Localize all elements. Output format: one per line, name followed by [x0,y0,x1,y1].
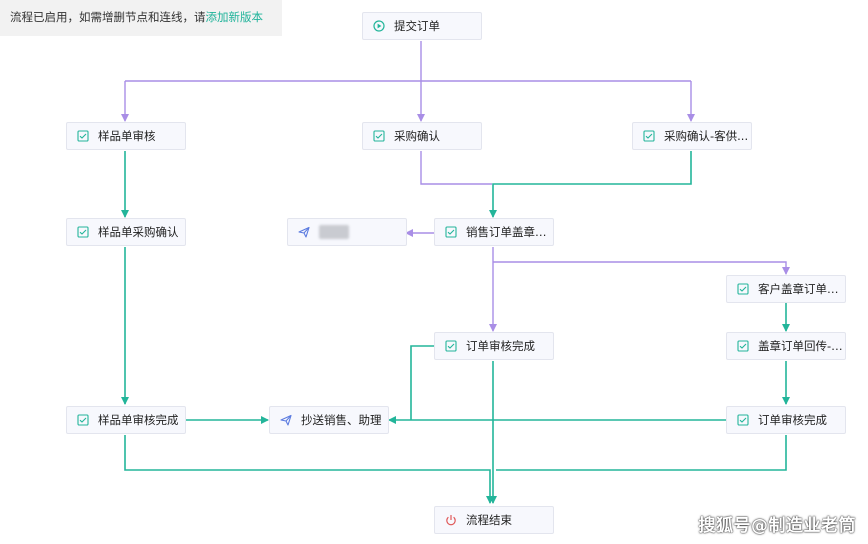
notice-text: 流程已启用，如需增删节点和连线，请 [10,10,206,24]
checklist-icon [372,129,386,143]
node-order-review-done-right[interactable]: 订单审核完成 [726,406,846,434]
edge-to-customer-stamp [493,261,790,275]
checklist-icon [76,413,90,427]
node-label: 提交订单 [394,19,440,33]
node-label: 样品单审核完成 [98,413,179,427]
checklist-icon [642,129,656,143]
send-icon [279,413,293,427]
node-submit-order[interactable]: 提交订单 [362,12,482,40]
node-label: 销售订单盖章前... [466,225,553,239]
node-label: 订单审核完成 [466,339,535,353]
checklist-icon [76,129,90,143]
node-stamp-return[interactable]: 盖章订单回传-K... [726,332,846,360]
checklist-icon [76,225,90,239]
node-sample-review[interactable]: 样品单审核 [66,122,186,150]
node-purchase-confirm-supply[interactable]: 采购确认-客供... [632,122,752,150]
node-customer-stamp[interactable]: 客户盖章订单回传 [726,275,846,303]
node-process-end[interactable]: 流程结束 [434,506,554,534]
checklist-icon [736,282,750,296]
node-sample-purchase-confirm[interactable]: 样品单采购确认 [66,218,186,246]
edge-supply-merge-to-sales-stamp [489,151,692,218]
node-cc-blurred[interactable] [287,218,407,246]
edge-order-done-right-to-end [496,435,787,471]
node-label: 样品单采购确认 [98,225,179,239]
node-label: 样品单审核 [98,129,156,143]
node-cc-sales[interactable]: 抄送销售、助理 [269,406,389,434]
node-label: 采购确认-客供... [664,129,749,143]
edge-submit-to-branches [125,41,691,82]
send-icon [297,225,311,239]
edge-purchase-confirm-merge [420,151,492,185]
checklist-icon [444,225,458,239]
blurred-recipient [319,225,349,239]
watermark-text: 搜狐号@制造业老筒 [698,516,856,536]
node-label: 客户盖章订单回传 [758,282,845,296]
checklist-icon [444,339,458,353]
play-circle-icon [372,19,386,33]
node-label: 采购确认 [394,129,440,143]
edge-order-done-mid-to-cc [410,345,434,420]
node-sample-review-done[interactable]: 样品单审核完成 [66,406,186,434]
node-label: 盖章订单回传-K... [758,339,845,353]
checklist-icon [736,413,750,427]
add-new-version-link[interactable]: 添加新版本 [205,10,264,24]
node-label: 流程结束 [466,513,512,527]
edge-sample-done-to-end [124,435,494,504]
node-label: 抄送销售、助理 [301,413,382,427]
notice-banner: 流程已启用，如需增删节点和连线，请添加新版本 [0,0,282,36]
node-sales-stamp[interactable]: 销售订单盖章前... [434,218,554,246]
node-purchase-confirm[interactable]: 采购确认 [362,122,482,150]
power-icon [444,513,458,527]
node-order-review-done-mid[interactable]: 订单审核完成 [434,332,554,360]
node-label: 订单审核完成 [758,413,827,427]
checklist-icon [736,339,750,353]
